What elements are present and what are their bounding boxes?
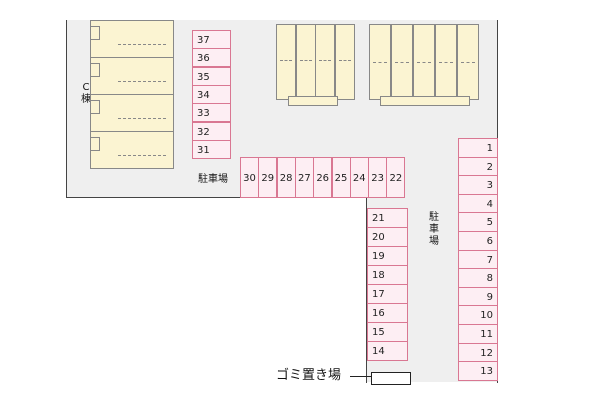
building-unit bbox=[90, 26, 100, 40]
parking-space: 20 bbox=[367, 227, 408, 247]
room-divider bbox=[118, 155, 166, 156]
room-divider bbox=[439, 62, 453, 63]
building-unit bbox=[380, 96, 470, 106]
parking-space: 19 bbox=[367, 246, 408, 266]
garbage-leader-line bbox=[350, 376, 372, 377]
site-boundary-inner bbox=[366, 197, 367, 383]
room-divider bbox=[118, 44, 166, 45]
room-divider bbox=[338, 60, 351, 61]
building-unit bbox=[334, 24, 355, 100]
parking-space: 9 bbox=[458, 286, 498, 307]
parking-space: 15 bbox=[367, 322, 408, 342]
room-divider bbox=[118, 81, 166, 82]
parking-space: 27 bbox=[294, 157, 314, 198]
room-divider bbox=[395, 62, 409, 63]
garbage-label: ゴミ置き場 bbox=[276, 368, 342, 383]
garbage-area bbox=[371, 372, 411, 385]
parking-space: 32 bbox=[192, 121, 231, 141]
room-divider bbox=[461, 62, 475, 63]
parking-space: 29 bbox=[258, 157, 278, 198]
parking-space: 26 bbox=[313, 157, 333, 198]
parking-space: 3 bbox=[458, 175, 498, 195]
parking-space: 23 bbox=[368, 157, 388, 198]
parking-space: 12 bbox=[458, 342, 498, 363]
parking-space: 33 bbox=[192, 103, 231, 123]
parking-space: 5 bbox=[458, 212, 498, 232]
building-unit bbox=[90, 131, 174, 169]
parking-space: 34 bbox=[192, 84, 231, 104]
parking-space: 17 bbox=[367, 284, 408, 304]
parking-space: 24 bbox=[349, 157, 369, 198]
parking-space: 2 bbox=[458, 156, 498, 177]
building-unit bbox=[288, 96, 338, 106]
parking-space: 36 bbox=[192, 48, 231, 68]
site-boundary-left bbox=[66, 20, 67, 198]
building-unit bbox=[90, 94, 174, 132]
room-divider bbox=[373, 62, 387, 63]
building-unit bbox=[90, 100, 100, 114]
parking-space: 22 bbox=[386, 157, 406, 198]
room-divider bbox=[299, 60, 312, 61]
parking-space: 14 bbox=[367, 341, 408, 361]
parking-space: 35 bbox=[192, 66, 231, 86]
parking-space: 10 bbox=[458, 305, 498, 325]
building-unit bbox=[295, 24, 316, 100]
parking-space: 25 bbox=[331, 157, 351, 198]
building-unit bbox=[90, 57, 174, 95]
room-divider bbox=[319, 60, 331, 61]
parking-space: 13 bbox=[458, 361, 498, 381]
parking-label-top: 駐車場 bbox=[198, 174, 228, 185]
parking-space: 7 bbox=[458, 249, 498, 270]
room-divider bbox=[417, 62, 431, 63]
building-unit bbox=[315, 24, 335, 100]
building-unit bbox=[90, 137, 100, 151]
site-boundary-bottom bbox=[66, 197, 366, 198]
parking-space: 4 bbox=[458, 193, 498, 214]
building-c-label: C棟 bbox=[81, 82, 91, 105]
parking-space: 8 bbox=[458, 268, 498, 288]
building-unit bbox=[90, 63, 100, 77]
parking-label-side: 駐車場 bbox=[429, 212, 439, 247]
parking-space: 28 bbox=[276, 157, 296, 198]
parking-space: 11 bbox=[458, 324, 498, 344]
parking-space: 31 bbox=[192, 139, 231, 159]
building-unit bbox=[276, 24, 296, 100]
parking-space: 37 bbox=[192, 30, 231, 49]
parking-space: 16 bbox=[367, 303, 408, 323]
parking-space: 18 bbox=[367, 265, 408, 285]
room-divider bbox=[118, 118, 166, 119]
parking-space: 21 bbox=[367, 208, 408, 228]
parking-space: 1 bbox=[458, 138, 498, 158]
parking-space: 6 bbox=[458, 231, 498, 251]
parking-space: 30 bbox=[240, 157, 259, 198]
building-unit bbox=[90, 20, 174, 58]
room-divider bbox=[280, 60, 292, 61]
